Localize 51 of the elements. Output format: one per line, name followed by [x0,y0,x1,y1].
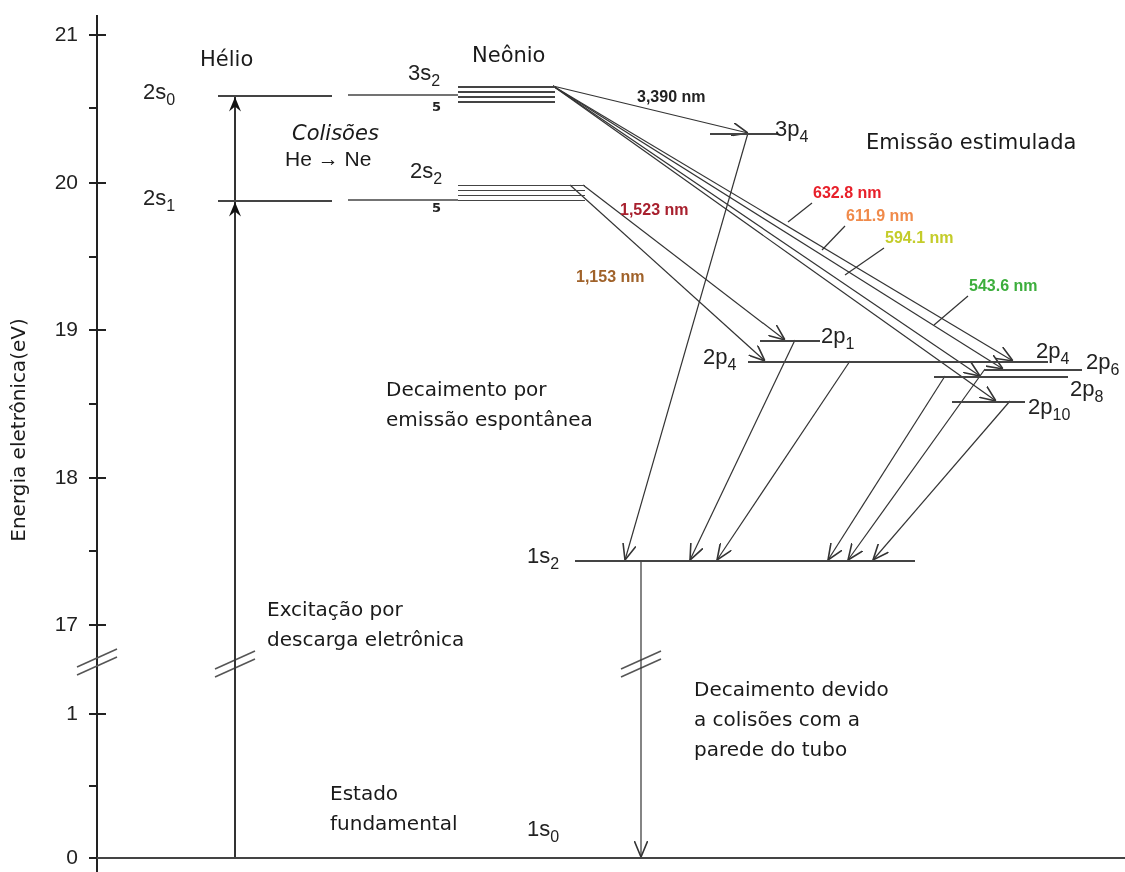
axis-tick-label: 0 [65,845,78,869]
transition-arrow [827,375,946,561]
transition-arrow [229,96,241,201]
transition-arrow [716,360,851,561]
annotation: Estado fundamental [330,780,459,837]
axis-tick-label: 19 [53,317,78,341]
section-title: Neônio [472,42,546,69]
leader-line [787,202,813,223]
wavelength-label: 3,390 nm [636,89,707,105]
section-title: Hélio [200,46,254,73]
axis-tick-label: 21 [53,22,78,46]
transition-arrow [633,559,649,858]
leader-line [821,225,846,251]
level-label: 5 [432,201,442,214]
transition-arrow [582,184,786,341]
level-label: 2s$_{2}$ [410,160,443,187]
transition-arrow [552,85,749,137]
annotation: Excitação por descarga eletrônica [267,596,466,653]
axis-tick-label: 18 [53,465,78,489]
transition-arrow [622,132,749,561]
axis-tick-label: 1 [65,701,78,725]
transition-arrow [872,400,1011,561]
leader-line [933,295,969,326]
level-label: 2p$_{1}$ [821,325,855,352]
axis-tick-label: 20 [53,170,78,194]
level-label: 3s$_{2}$ [408,62,441,89]
wavelength-label: 1,153 nm [575,269,646,285]
level-label: 2p$_{6}$ [1086,351,1120,378]
section-title: Colisões [292,120,379,147]
leader-line [844,247,885,276]
level-label: 2p$_{8}$ [1070,378,1104,405]
level-label: 2s$_{0}$ [143,81,176,108]
level-label: 1s$_{0}$ [527,818,560,845]
wavelength-label: 1,523 nm [619,202,690,218]
transition-arrow [847,368,986,561]
axis-title: Energia eletrônica(eV) [8,318,28,542]
collision-note: He → Ne [285,147,372,171]
transition-arrow [689,339,796,561]
level-label: 1s$_{2}$ [527,545,560,572]
section-title: Emissão estimulada [866,129,1077,156]
transition-arrow [569,184,766,362]
annotation: Decaimento devido a colisões com a parede do tubo [694,676,890,763]
level-label: 2p$_{4}$ [1036,340,1070,367]
level-label: 2p$_{10}$ [1028,396,1071,423]
transition-arrow [229,201,241,858]
level-label: 2p$_{4}$ [703,346,737,373]
annotation: Decaimento por emissão espontânea [386,376,594,433]
level-label: 2s$_{1}$ [143,187,176,214]
level-label: 5 [432,100,442,113]
axis-tick-label: 17 [53,612,78,636]
level-label: 3p$_{4}$ [775,118,809,145]
